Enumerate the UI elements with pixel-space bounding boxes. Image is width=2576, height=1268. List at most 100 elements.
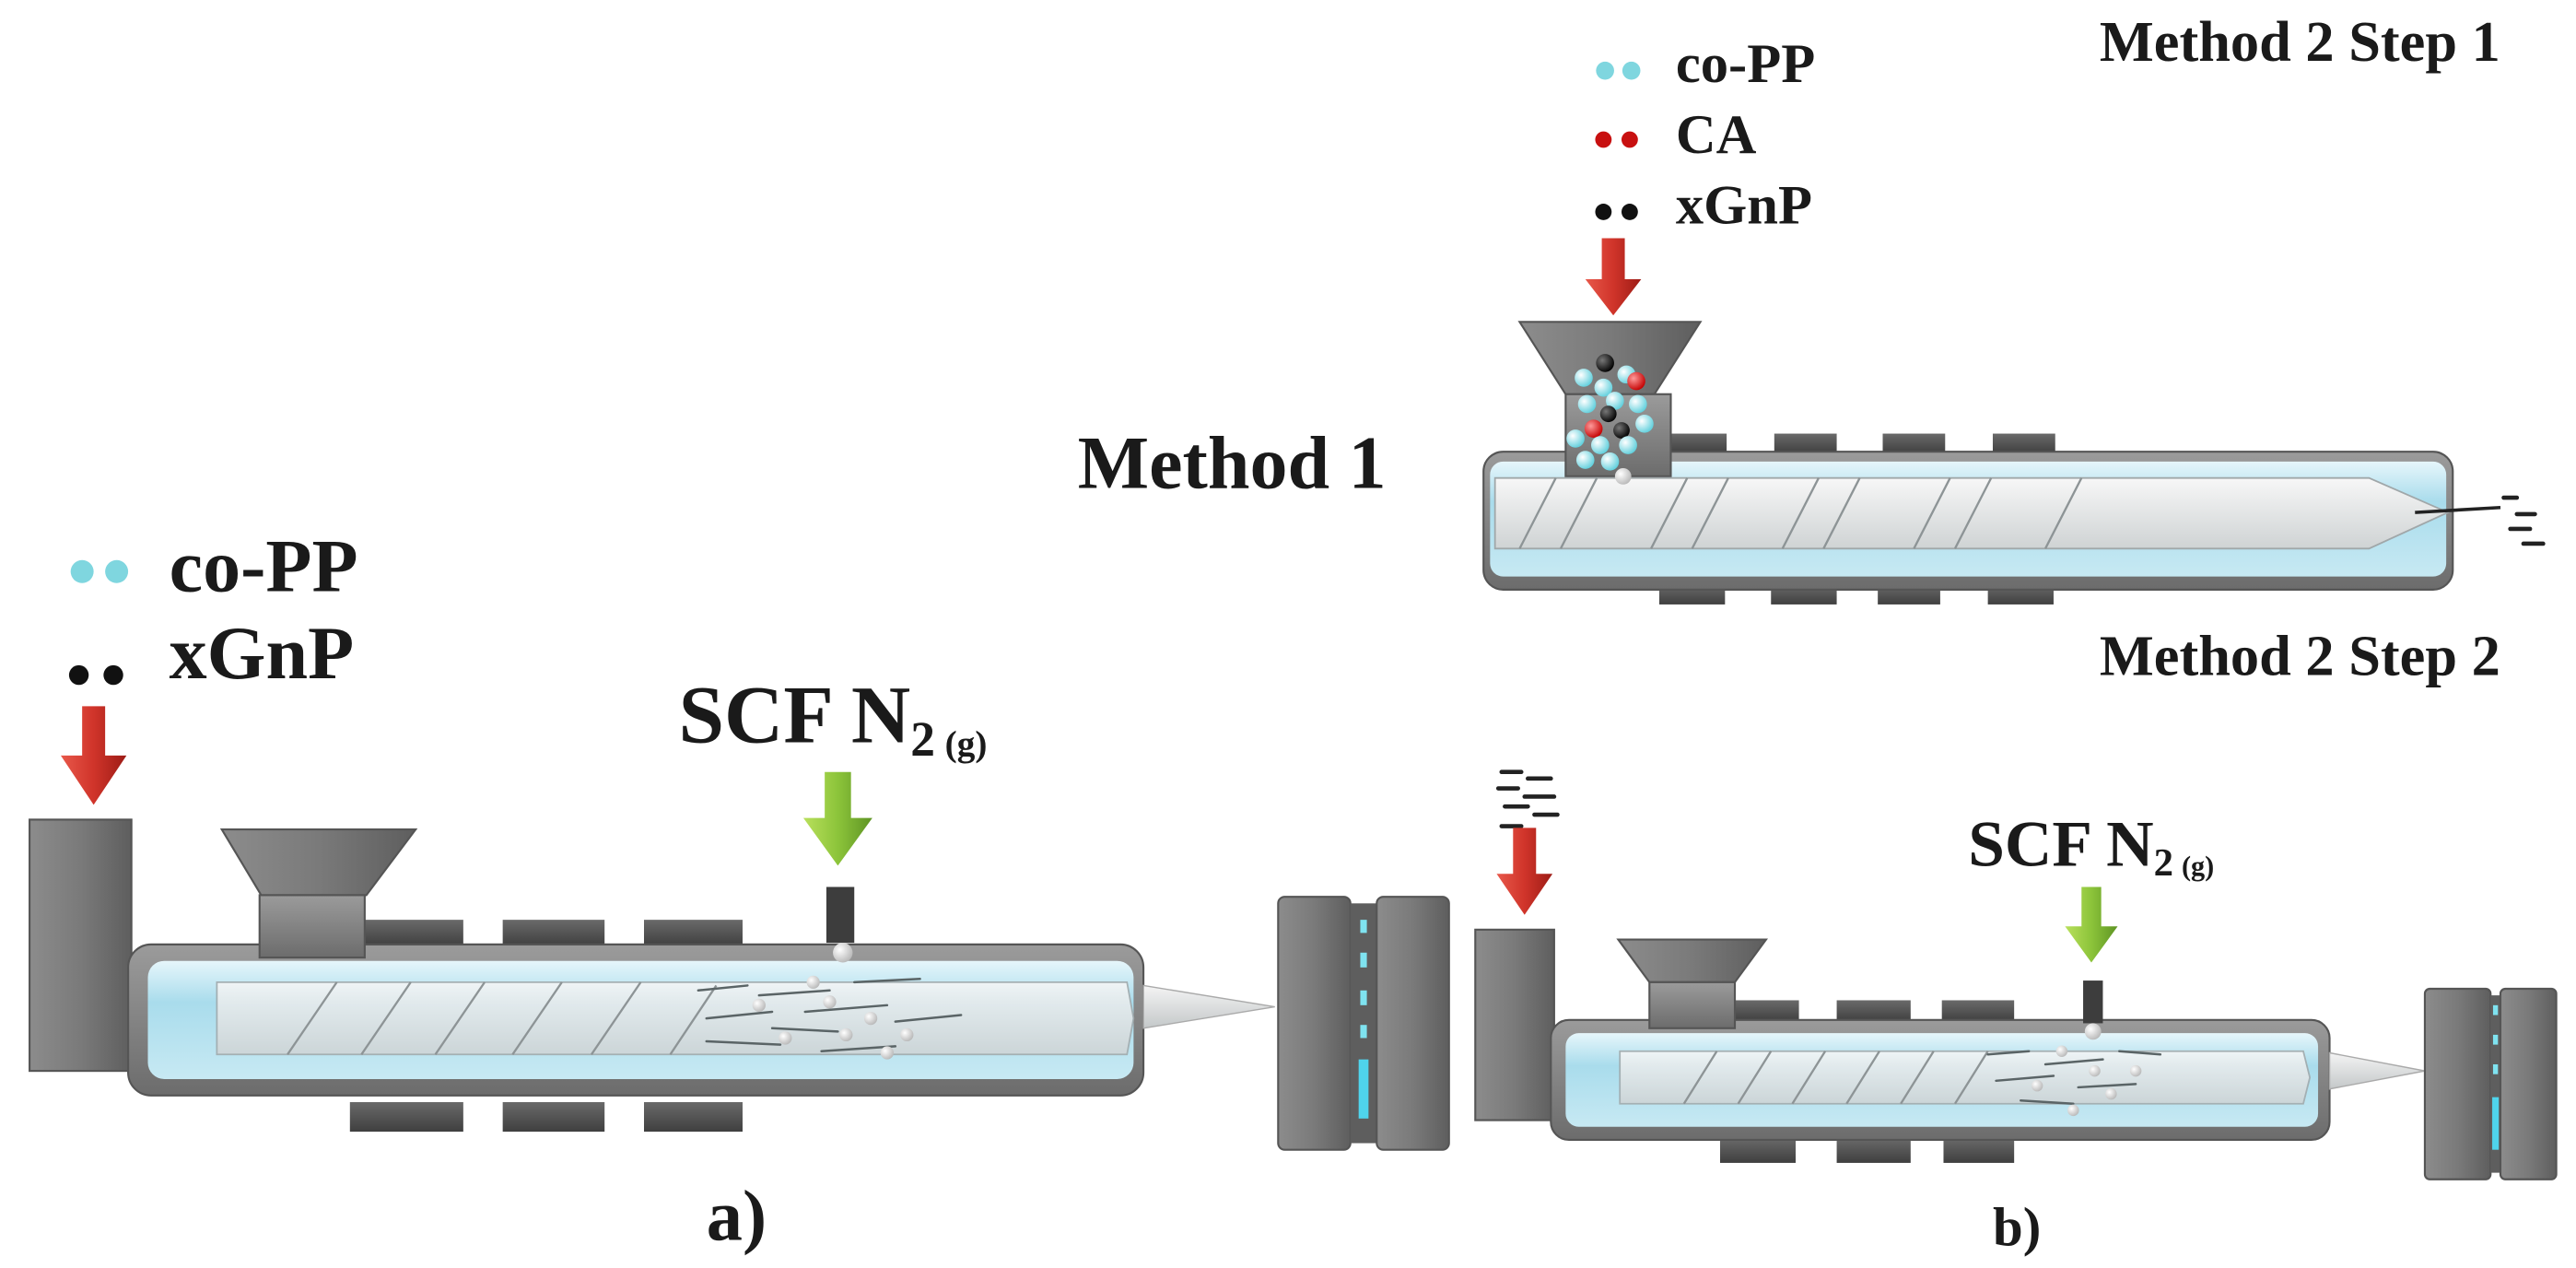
gas-bubble (2055, 1045, 2068, 1057)
nozzle-cone (2328, 1051, 2426, 1090)
xgnp-particle (1613, 422, 1630, 439)
heater-band (1992, 433, 2055, 453)
mold-plate-left (2423, 987, 2492, 1180)
gas-bubble (880, 1046, 895, 1060)
ca-particle-icon (1621, 131, 1638, 148)
xgnp-particle (1599, 405, 1617, 423)
heater-band (1941, 1000, 2015, 1022)
mold-plate-right (1376, 896, 1450, 1151)
screw-flights (1518, 477, 2083, 549)
co-pp-particle (1575, 451, 1595, 469)
heater-band (1836, 1138, 1911, 1163)
mold-plate-right (2499, 987, 2558, 1180)
heater-band (502, 920, 605, 946)
co-pp-particle (1619, 436, 1637, 454)
heater-bands-top (1733, 1000, 2015, 1022)
screw (1619, 1050, 2312, 1105)
hopper-throat (258, 894, 366, 959)
co-pp-particle (1600, 452, 1620, 471)
screw-flights (1682, 1051, 1989, 1105)
gas-injector (825, 886, 855, 944)
compounding-extruder (1482, 321, 2546, 605)
dispersed-gas-and-flakes (697, 975, 963, 1060)
co-pp-particle (1590, 436, 1610, 454)
foam-injection-machine-b (1474, 928, 2558, 1180)
xgnp-particle-icon (1595, 204, 1612, 220)
gas-bubble (2129, 1064, 2142, 1077)
gas-bubble (900, 1027, 914, 1042)
gas-bubble (863, 1011, 878, 1026)
mold-cavity (2490, 995, 2500, 1173)
heater-bands-top (364, 920, 743, 946)
feed-column (1474, 928, 1555, 1121)
co-pp-particle (1594, 378, 1613, 397)
mold (1277, 896, 1450, 1151)
scf-label-main: SCF N (1968, 807, 2153, 880)
co-pp-particle-icon (1596, 61, 1614, 80)
legend-item-co-pp: co-PP (1596, 33, 1815, 95)
cavity-fill (2492, 1063, 2499, 1074)
scf-label-subscript: 2 (2154, 841, 2173, 885)
gas-bubble (2067, 1104, 2079, 1117)
ca-particle-icon (1595, 131, 1612, 148)
xgnp-particle-icon (1621, 204, 1638, 220)
extrudate-strand (2415, 505, 2501, 514)
scf-label-phase: (g) (2182, 851, 2214, 882)
scf-n2-label: SCF N2(g) (678, 671, 987, 767)
gas-injector (2083, 980, 2103, 1024)
method-2-step-2-label: Method 2 Step 2 (2100, 625, 2500, 688)
heater-bands-top (1667, 433, 2055, 453)
co-pp-particle (1577, 394, 1597, 414)
legend-item-xgnp: xGnP (68, 611, 354, 695)
cavity-fill (2492, 1097, 2500, 1150)
legend-top: co-PP CA xGnP (1595, 33, 1815, 236)
cavity-fill (2492, 1034, 2499, 1045)
heater-band (644, 1101, 743, 1133)
cavity-fill (1360, 990, 1367, 1005)
gas-bubble (2105, 1087, 2117, 1100)
co-pp-particle-icon (1622, 61, 1641, 80)
legend-left: co-PP xGnP (68, 524, 358, 695)
co-pp-particle-icon (105, 559, 129, 583)
cavity-fill (1358, 1059, 1369, 1119)
co-pp-particle (1629, 394, 1647, 414)
hopper-funnel (1616, 938, 1769, 983)
screw (1493, 476, 2451, 550)
feed-column (29, 818, 133, 1073)
co-pp-particle (1575, 369, 1593, 387)
legend-label-co-pp: co-PP (1676, 33, 1815, 95)
gas-bubble (779, 1031, 792, 1045)
heater-bands-bottom (349, 1101, 743, 1133)
heater-band (1882, 433, 1946, 453)
legend-item-co-pp: co-PP (70, 524, 358, 608)
xgnp-particle-icon (103, 664, 123, 686)
ca-particle (1584, 419, 1603, 439)
heater-band (1774, 433, 1837, 453)
pellets-feed (1495, 769, 1560, 828)
co-pp-particle (1635, 415, 1654, 433)
melt-droplet (1614, 467, 1632, 485)
legend-label-ca: CA (1676, 104, 1757, 166)
scf-label-subscript: 2 (910, 711, 935, 767)
gas-injector-tip (833, 943, 853, 963)
gas-bubble (2031, 1079, 2043, 1092)
dispersed-gas-and-flakes (1986, 1045, 2162, 1117)
heater-band (1719, 1138, 1796, 1163)
co-pp-particle (1606, 392, 1624, 410)
scf-label-main: SCF N (678, 671, 910, 761)
heater-band (364, 920, 463, 946)
legend-item-xgnp: xGnP (1595, 174, 1812, 236)
co-pp-particle-icon (70, 559, 94, 583)
gas-injection-arrow-icon (802, 771, 872, 866)
gas-injector-tip (2084, 1023, 2102, 1040)
legend-item-ca: CA (1595, 104, 1757, 166)
heater-bands-bottom (1719, 1138, 2015, 1163)
xgnp-particle-icon (68, 664, 89, 686)
cavity-fill (2492, 1004, 2499, 1016)
xgnp-particle (1596, 354, 1614, 372)
xgnp-flakes (1986, 1050, 2162, 1106)
heater-band (1667, 433, 1727, 453)
method-2-step-1-label: Method 2 Step 1 (2100, 10, 2500, 74)
legend-label-co-pp: co-PP (170, 524, 358, 608)
